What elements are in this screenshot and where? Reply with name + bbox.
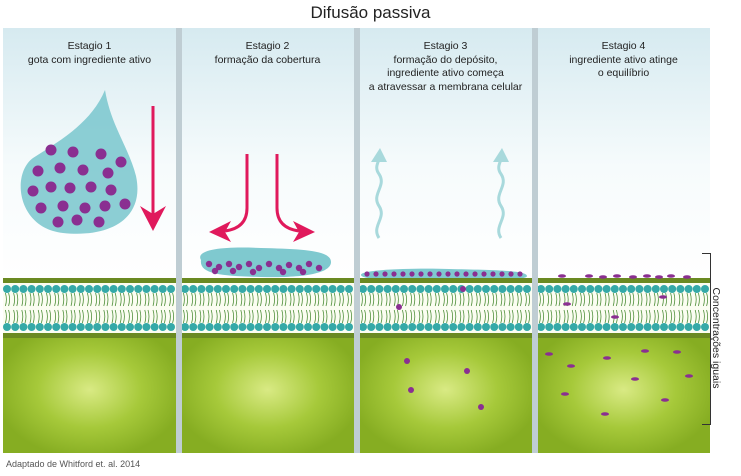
stage-panel-2: Estagio 2 formação da cobertura: [181, 28, 354, 453]
diagram-title: Difusão passiva: [310, 3, 431, 22]
droplet: [20, 90, 138, 234]
stage-1-illustration: [20, 90, 166, 234]
stage-1-line-2: gota com ingrediente ativo: [27, 53, 152, 66]
stage-4-molecules: [545, 274, 693, 416]
stage-1-line-1: Estagio 1: [67, 40, 112, 52]
panel-divider: [532, 28, 538, 453]
tissue-2: [181, 338, 354, 453]
arrow-curve-icon: [209, 154, 249, 242]
stage-panel-3: Estagio 3 formação do depósito, ingredie…: [359, 28, 532, 453]
stage-3-line-1: Estagio 3: [423, 40, 468, 52]
vapor-arrow-icon: [493, 148, 509, 239]
stage-2-line-2: formação da cobertura: [214, 53, 321, 66]
stage-4-line-1: Estagio 4: [601, 40, 646, 52]
stage-panel-4: Estagio 4 ingrediente ativo atinge o equ…: [537, 28, 710, 453]
stage-4-line-2: ingrediente ativo atinge: [569, 53, 678, 66]
vapor-arrow-icon: [371, 148, 387, 239]
stage-3-line-4: a atravessar a membrana celular: [368, 80, 523, 93]
panel-divider: [354, 28, 360, 453]
arrow-down-icon: [140, 106, 166, 231]
tissue-3: [359, 338, 532, 453]
source-citation: Adaptado de Whitford et. al. 2014: [6, 459, 141, 469]
cell-membrane-1: [3, 278, 176, 338]
molecules: [27, 144, 131, 228]
stage-4-line-3: o equilíbrio: [597, 67, 650, 79]
stage-label-2: Estagio 2 formação da cobertura: [181, 40, 354, 67]
stage-panel-1: Estagio 1 gota com ingrediente ativo: [3, 28, 176, 453]
stage-label-3: Estagio 3 formação do depósito, ingredie…: [359, 40, 532, 94]
stage-3-line-3: ingrediente ativo começa: [387, 67, 504, 79]
stage-2-line-1: Estagio 2: [245, 40, 290, 52]
cell-membrane-2: [181, 278, 354, 338]
arrow-curve-icon: [275, 154, 315, 242]
molecules: [205, 260, 323, 276]
stage-label-1: Estagio 1 gota com ingrediente ativo: [3, 40, 176, 67]
cell-membrane-4: [537, 278, 710, 338]
side-label: Concentrações iguais: [710, 287, 722, 389]
equal-concentration-bracket: [702, 253, 711, 425]
cell-membrane-3: [359, 278, 532, 338]
tissue-1: [3, 338, 176, 453]
stage-3-line-2: formação do depósito,: [393, 53, 498, 66]
stage-2-illustration: [200, 154, 331, 278]
panel-divider: [176, 28, 182, 453]
stage-label-4: Estagio 4 ingrediente ativo atinge o equ…: [537, 40, 710, 81]
